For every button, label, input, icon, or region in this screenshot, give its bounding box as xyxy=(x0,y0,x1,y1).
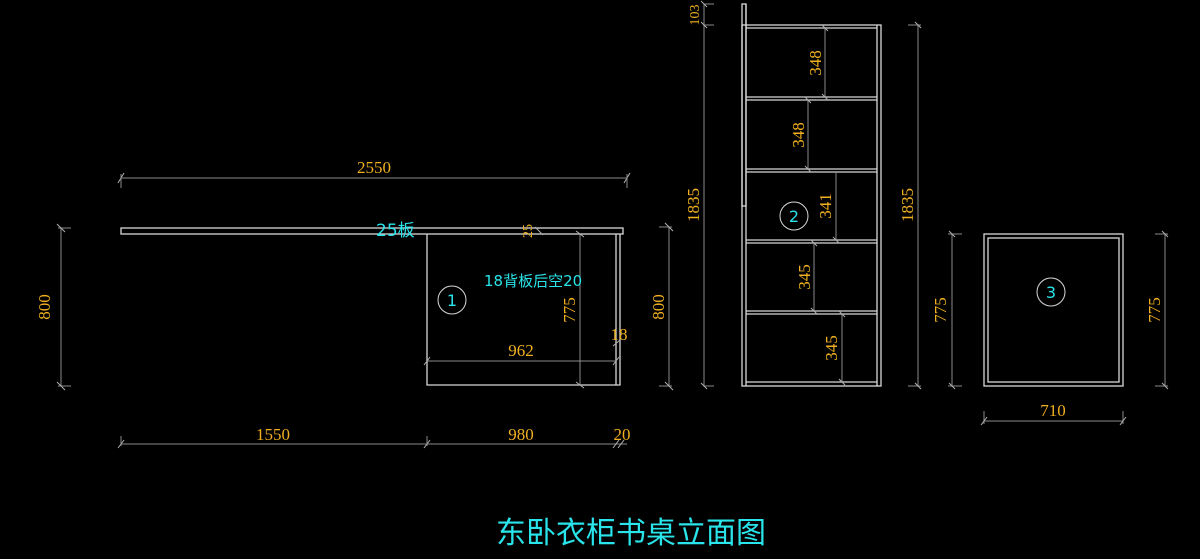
dim-cabinet-right-height: 775 xyxy=(1145,297,1164,323)
note-back-board: 18背板后空20 xyxy=(484,272,582,290)
cabinet-tag-label: 3 xyxy=(1046,283,1056,302)
dim-compartment-2: 348 xyxy=(789,122,808,148)
dim-bottom-cabinet-span: 980 xyxy=(508,425,534,444)
desk-top-board xyxy=(120,227,624,235)
shelf-tag-circle xyxy=(779,201,809,231)
dim-desk-left-height: 800 xyxy=(35,294,54,320)
shelf-tag-label: 2 xyxy=(789,207,799,226)
dim-compartment-1: 348 xyxy=(806,50,825,76)
desk-cabinet-outline xyxy=(426,234,621,386)
dim-bottom-left-span: 1550 xyxy=(256,425,290,444)
cabinet-tag-circle xyxy=(1036,277,1066,307)
shelf-elevation: 348 348 341 345 345 103 1835 1835 2 xyxy=(684,0,922,390)
desk-tag-circle xyxy=(437,285,467,315)
dim-shelf-left-height: 1835 xyxy=(684,188,703,222)
desk-tag-label: 1 xyxy=(447,291,457,310)
cabinet-elevation: 775 775 710 3 xyxy=(931,230,1169,426)
shelf-boards xyxy=(746,96,877,315)
dim-cabinet-left-height: 775 xyxy=(931,297,950,323)
dim-bottom-right-gap: 20 xyxy=(614,425,631,444)
dim-shelf-right-height: 1835 xyxy=(898,188,917,222)
dim-overall-width: 2550 xyxy=(357,158,391,177)
note-top-board: 25板 xyxy=(376,221,415,241)
cabinet-inner xyxy=(987,237,1120,383)
drawing-title: 东卧衣柜书桌立面图 xyxy=(496,516,766,551)
dim-compartment-5: 345 xyxy=(822,335,841,361)
shelf-frame xyxy=(741,24,882,387)
dim-side-thickness: 18 xyxy=(611,325,628,344)
dim-cabinet-inner-width: 962 xyxy=(508,341,534,360)
desk-elevation: 2550 800 800 25 775 18 962 1550 980 20 xyxy=(35,158,674,449)
cabinet-outer xyxy=(983,233,1124,387)
dim-shelf-top-offset: 103 xyxy=(688,5,703,26)
dim-cabinet-inner-height: 775 xyxy=(560,297,579,323)
dim-top-thickness: 25 xyxy=(521,224,536,238)
dim-compartment-3: 341 xyxy=(816,193,835,219)
dim-compartment-4: 345 xyxy=(795,264,814,290)
dim-cabinet-width: 710 xyxy=(1040,401,1066,420)
dim-desk-right-height: 800 xyxy=(649,294,668,320)
